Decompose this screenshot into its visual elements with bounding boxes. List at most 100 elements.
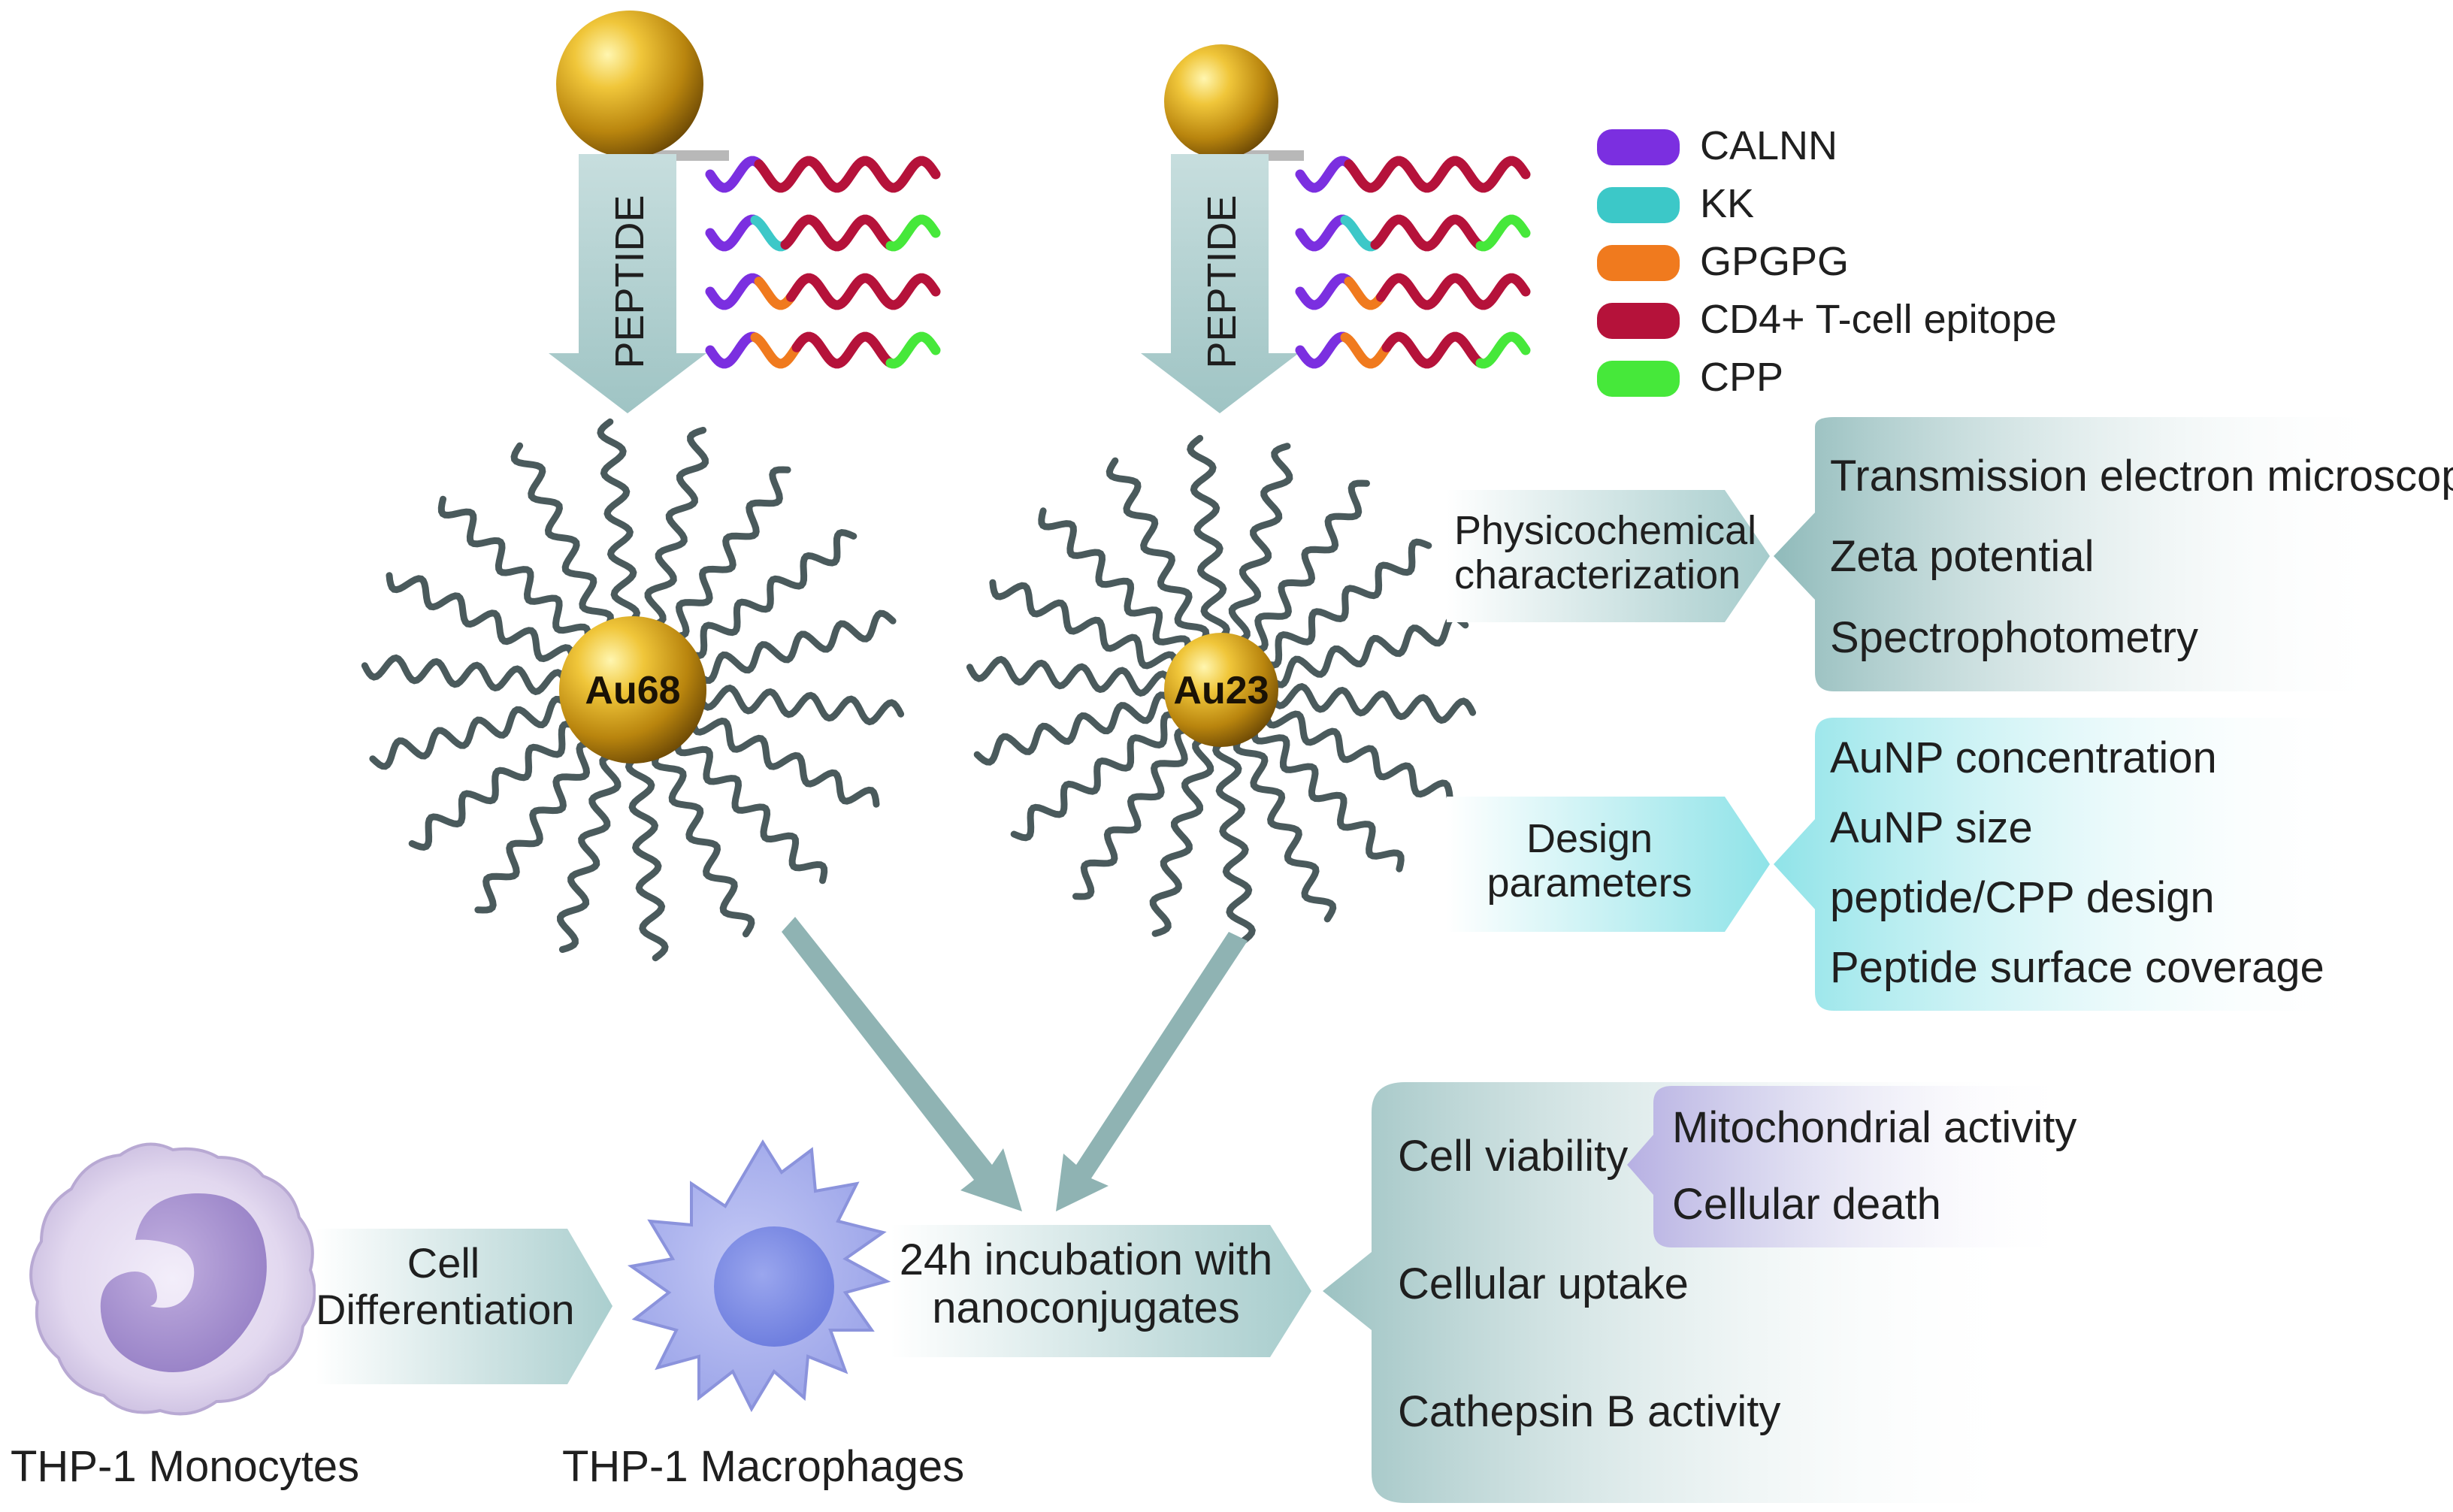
ligand-strand (966, 655, 1175, 697)
peptide-segment (750, 332, 802, 369)
peptide-segment (1295, 214, 1351, 252)
design-title-line2: parameters (1487, 860, 1692, 906)
ligand-strand (973, 691, 1177, 766)
ligand-strand (369, 695, 573, 770)
physicochemical-item: Spectrophotometry (1830, 613, 2199, 662)
peptide-waves (1295, 156, 1531, 369)
peptide-stack-right: PEPTIDE (1141, 44, 1531, 413)
peptide-segment (786, 273, 941, 310)
ligand-strand (1187, 434, 1230, 644)
peptide-segment (1344, 277, 1386, 310)
legend-swatch (1597, 361, 1680, 397)
peptide-arrow-label: PEPTIDE (607, 195, 652, 368)
arrow-right (1056, 932, 1248, 1211)
peptide-arrow-label: PEPTIDE (1199, 195, 1245, 368)
design-title: Design parameters (1454, 816, 1725, 906)
ligand-strand (1251, 721, 1405, 872)
nanoparticle-au23: Au23 (966, 434, 1477, 945)
label-arrow (1447, 490, 1770, 622)
incubation-label: 24h incubation with nanoconjugates (891, 1236, 1281, 1332)
physicochemical-item: Zeta potential (1830, 532, 2095, 581)
legend-swatch (1597, 129, 1680, 165)
monocyte-nucleus (100, 1193, 267, 1372)
peptide-segment (705, 214, 761, 252)
legend-label-cd4-epitope: CD4+ T-cell epitope (1700, 297, 2057, 342)
macrophages-label: THP-1 Macrophages (562, 1442, 965, 1491)
legend-label-calnn: CALNN (1700, 123, 1838, 168)
incubation-line2: nanoconjugates (932, 1283, 1240, 1332)
arrow-left (782, 917, 1022, 1211)
legend (1597, 129, 1680, 397)
peptide-stack-left: PEPTIDE (549, 11, 941, 413)
gold-sphere-large (556, 11, 703, 158)
viability-item: Mitochondrial activity (1672, 1103, 2077, 1152)
differentiation-arrow (316, 1229, 612, 1384)
legend-swatch (1597, 187, 1680, 223)
viability-subbox (1627, 1086, 2074, 1247)
peptide-segment (1475, 331, 1531, 369)
incubation-line1: 24h incubation with (899, 1235, 1273, 1284)
physicochemical-title: Physicochemical characterization (1454, 508, 1756, 598)
differentiation-line1: Cell (407, 1239, 480, 1287)
converge-arrows (782, 917, 1248, 1211)
design-item: AuNP size (1830, 803, 2033, 852)
gold-sphere-small (1164, 44, 1278, 159)
peptide-segment (791, 331, 896, 369)
list-box (1774, 718, 2367, 1011)
ligand-strand (556, 750, 622, 953)
macrophage-nucleus (714, 1226, 834, 1347)
viability-item: Cellular death (1672, 1180, 1941, 1229)
design-title-line1: Design (1526, 816, 1653, 861)
ligand-strand (1212, 736, 1256, 945)
ligand-strand (651, 746, 755, 938)
peptide-segment (754, 277, 796, 310)
peptide-arrow (549, 154, 706, 413)
ligand-strand (1246, 479, 1370, 653)
ligand-strand (1228, 443, 1293, 646)
legend-label-gpgpg: GPGPG (1700, 239, 1850, 284)
peptide-waves (705, 156, 941, 369)
physicochemical-title-line2: characterization (1454, 552, 1741, 598)
peptide-segment (754, 156, 941, 193)
peptide-segment (885, 331, 941, 369)
ligand-strand (625, 752, 669, 962)
peptide-segment (1344, 156, 1531, 193)
legend-swatch (1597, 245, 1680, 281)
ligand-strand (989, 579, 1180, 673)
ligand-strand (695, 684, 905, 726)
design-group (1447, 718, 2367, 1011)
cathepsin-label: Cathepsin B activity (1398, 1387, 1781, 1436)
peptide-segment (1370, 214, 1486, 252)
design-item: AuNP concentration (1830, 733, 2217, 782)
ligand-strand (408, 720, 582, 851)
peptide-segment (1340, 332, 1392, 369)
peptide-segment (885, 214, 941, 252)
ligand-strand (510, 442, 615, 634)
ligand-strand (1258, 538, 1432, 669)
differentiation-label: Cell Differentiation (316, 1239, 575, 1332)
legend-label-kk: KK (1700, 181, 1755, 226)
ligand-strand (1072, 727, 1196, 900)
ligand-strand (386, 572, 576, 666)
monocyte-cell (29, 1142, 316, 1416)
monocytes-label: THP-1 Monocytes (11, 1442, 360, 1491)
peptide-segment (705, 156, 764, 193)
ligand-strand (1267, 682, 1477, 724)
ligand-strand (474, 740, 598, 914)
peptide-segment (1381, 331, 1486, 369)
ligand-strand (674, 733, 828, 885)
legend-swatch (1597, 303, 1680, 339)
ligand-strand (1106, 457, 1210, 649)
peptide-segment (1340, 215, 1381, 252)
peptide-segment (1295, 156, 1354, 193)
ligand-strand (1010, 711, 1184, 842)
gold-core (559, 616, 706, 764)
physicochemical-item: Transmission electron microscopy (1830, 452, 2453, 500)
ligand-strand (667, 466, 791, 640)
gold-core (1164, 633, 1278, 747)
ligand-strand (597, 418, 641, 627)
ligand-strand (683, 529, 857, 660)
ligand-strand (1233, 731, 1337, 923)
physicochemical-group (1447, 417, 2390, 691)
